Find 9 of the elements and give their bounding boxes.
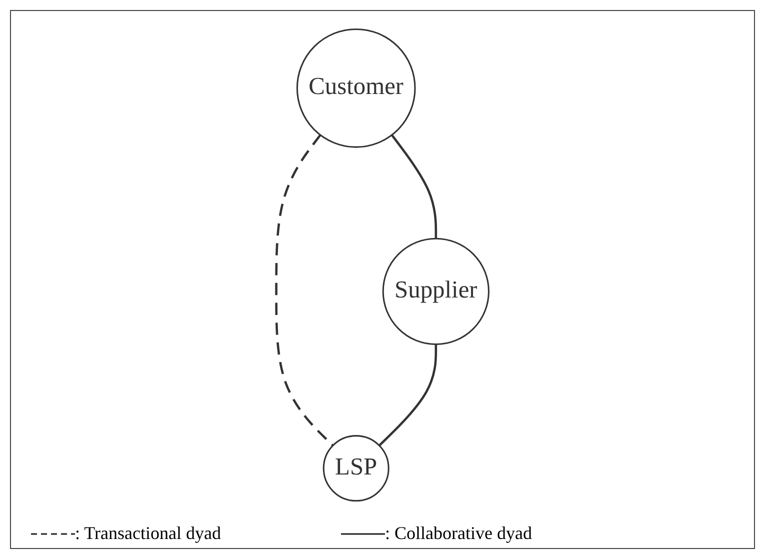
- legend-text: : Transactional dyad: [75, 523, 221, 544]
- connector: [378, 344, 438, 446]
- dyad-diagram: Customer Supplier LSP: [17, 17, 748, 513]
- legend-text: : Collaborative dyad: [385, 523, 532, 544]
- node-circle: [296, 28, 416, 148]
- connector: [275, 134, 334, 446]
- node-circle: [322, 435, 390, 502]
- node-circle: [382, 238, 490, 346]
- connector: [390, 134, 438, 239]
